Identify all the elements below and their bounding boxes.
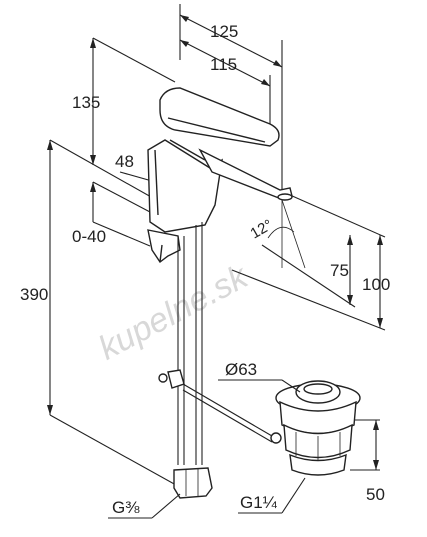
dimension-75 [261, 235, 356, 308]
dim-label-waste-diameter: Ø63 [225, 360, 257, 379]
waste-valve [270, 380, 361, 476]
dimension-115 [179, 39, 271, 125]
dim-label-48: 48 [115, 152, 134, 171]
faucet-body [147, 87, 293, 264]
dimension-100 [231, 194, 386, 331]
dimension-hose-thread [108, 493, 181, 519]
dim-label-390: 390 [20, 285, 48, 304]
dimension-125 [179, 4, 283, 195]
dim-label-135: 135 [72, 93, 100, 112]
watermark: kupelne.sk [92, 257, 255, 368]
dim-label-115: 115 [210, 55, 237, 74]
dimension-angle [267, 199, 306, 269]
dim-label-50: 50 [366, 485, 385, 504]
dimension-waste-thread [238, 477, 306, 514]
dim-label-waste-thread: G1¼ [240, 493, 278, 512]
dimension-50 [350, 419, 380, 471]
dim-label-75: 75 [330, 261, 349, 280]
dimension-135 [90, 37, 176, 165]
dim-label-125: 125 [210, 22, 238, 41]
dim-label-100: 100 [362, 275, 390, 294]
dimension-390 [47, 139, 186, 491]
dimension-waste-diameter [218, 379, 301, 393]
dim-label-hose-thread: G⅜ [112, 498, 140, 517]
dim-label-angle: 12° [248, 216, 276, 242]
dimension-0-40 [90, 181, 151, 247]
dim-label-0-40: 0-40 [72, 227, 106, 246]
supply-hose [158, 222, 273, 499]
